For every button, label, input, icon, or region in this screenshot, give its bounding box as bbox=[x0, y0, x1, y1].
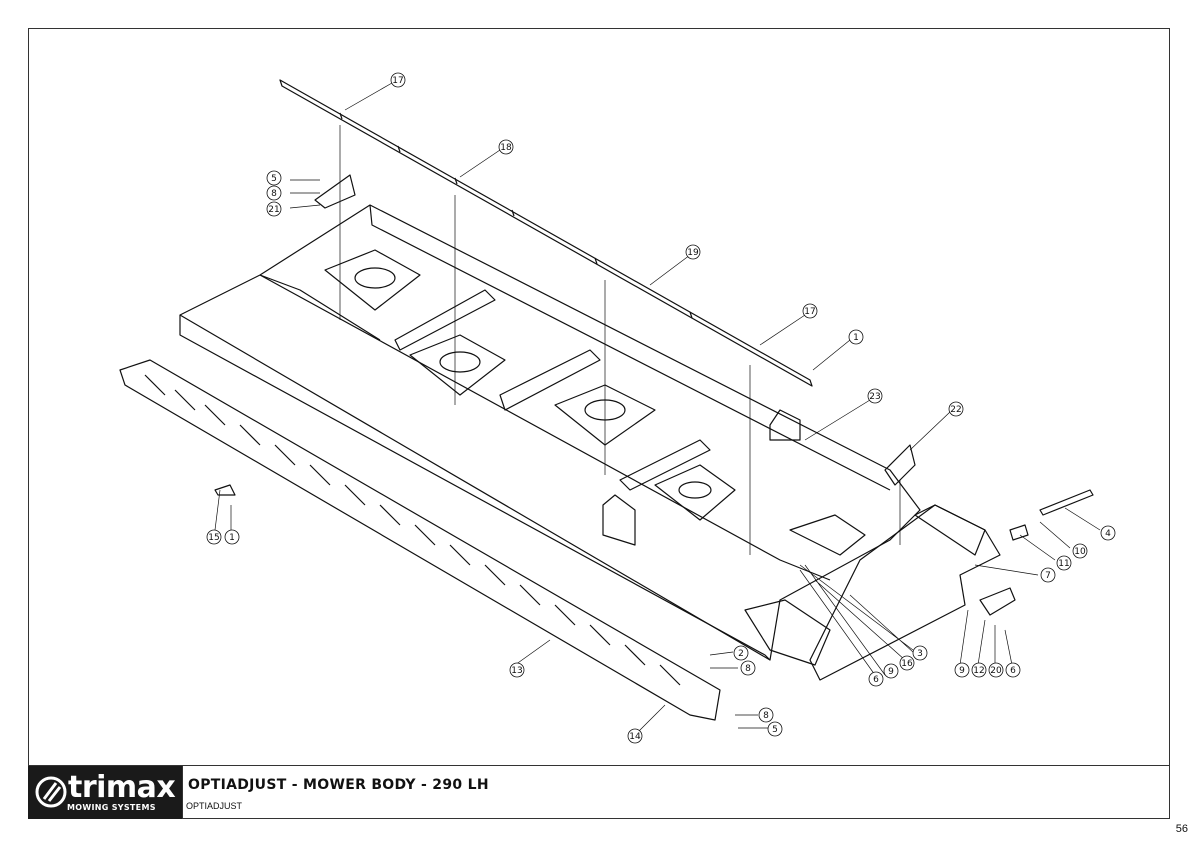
skid-plate-part bbox=[119, 359, 721, 721]
callout-4: 4 bbox=[1100, 525, 1116, 541]
end-frame-part bbox=[314, 174, 1016, 681]
callout-14: 14 bbox=[627, 728, 643, 744]
svg-text:12: 12 bbox=[973, 666, 984, 676]
svg-text:7: 7 bbox=[1045, 571, 1051, 581]
callout-leaders bbox=[214, 82, 1101, 736]
callout-1a: 1 bbox=[848, 329, 864, 345]
svg-text:3: 3 bbox=[917, 649, 923, 659]
callout-5a: 5 bbox=[266, 170, 282, 186]
callout-1b: 1 bbox=[224, 529, 240, 545]
callout-21: 21 bbox=[266, 201, 282, 217]
svg-text:9: 9 bbox=[959, 666, 965, 676]
callout-8c: 8 bbox=[758, 707, 774, 723]
callout-6a: 6 bbox=[868, 671, 884, 687]
svg-text:15: 15 bbox=[208, 533, 219, 543]
callout-12: 12 bbox=[971, 662, 987, 678]
trimax-logo: trimax MOWING SYSTEMS bbox=[28, 766, 182, 819]
callout-2: 2 bbox=[733, 645, 749, 661]
svg-text:8: 8 bbox=[745, 664, 751, 674]
svg-text:13: 13 bbox=[511, 666, 522, 676]
svg-text:4: 4 bbox=[1105, 529, 1111, 539]
rear-rail-part bbox=[279, 79, 813, 387]
svg-text:18: 18 bbox=[500, 143, 512, 153]
callout-8b: 8 bbox=[740, 660, 756, 676]
callout-5b: 5 bbox=[767, 721, 783, 737]
callout-16: 16 bbox=[899, 655, 915, 671]
callout-8a: 8 bbox=[266, 185, 282, 201]
callout-7: 7 bbox=[1040, 567, 1056, 583]
svg-text:16: 16 bbox=[901, 659, 913, 669]
svg-text:11: 11 bbox=[1058, 559, 1069, 569]
logo-tagline: MOWING SYSTEMS bbox=[67, 803, 156, 812]
callout-10: 10 bbox=[1072, 543, 1088, 559]
svg-text:23: 23 bbox=[869, 392, 880, 402]
callout-13: 13 bbox=[509, 662, 525, 678]
callout-9a: 9 bbox=[883, 663, 899, 679]
svg-text:9: 9 bbox=[888, 667, 894, 677]
logo-swirl-icon bbox=[35, 776, 67, 808]
callout-3: 3 bbox=[912, 645, 928, 661]
svg-text:17: 17 bbox=[804, 307, 815, 317]
callout-18: 18 bbox=[498, 139, 514, 155]
svg-text:17: 17 bbox=[392, 76, 403, 86]
svg-text:6: 6 bbox=[1010, 666, 1016, 676]
svg-text:1: 1 bbox=[853, 333, 859, 343]
drawing-frame bbox=[28, 28, 1170, 819]
svg-text:6: 6 bbox=[873, 675, 879, 685]
svg-text:5: 5 bbox=[772, 725, 778, 735]
callout-19: 19 bbox=[685, 244, 701, 260]
svg-text:1: 1 bbox=[229, 533, 235, 543]
title-block: trimax MOWING SYSTEMS OPTIADJUST - MOWER… bbox=[28, 765, 1170, 819]
callout-17b: 17 bbox=[802, 303, 818, 319]
svg-text:8: 8 bbox=[763, 711, 769, 721]
svg-text:21: 21 bbox=[268, 205, 279, 215]
callout-23: 23 bbox=[867, 388, 883, 404]
drawing-subtitle: OPTIADJUST bbox=[186, 801, 243, 811]
callout-9b: 9 bbox=[954, 662, 970, 678]
callout-22: 22 bbox=[948, 401, 964, 417]
svg-text:5: 5 bbox=[271, 174, 277, 184]
svg-text:20: 20 bbox=[990, 666, 1002, 676]
logo-wordmark: trimax bbox=[68, 770, 176, 805]
svg-text:10: 10 bbox=[1074, 547, 1086, 557]
mower-deck-part bbox=[179, 204, 921, 661]
svg-text:22: 22 bbox=[950, 405, 961, 415]
callout-20: 20 bbox=[988, 662, 1004, 678]
page-number: 56 bbox=[1175, 823, 1188, 835]
callout-17a: 17 bbox=[390, 72, 406, 88]
svg-text:2: 2 bbox=[738, 649, 744, 659]
svg-text:19: 19 bbox=[687, 248, 699, 258]
callout-15: 15 bbox=[206, 529, 222, 545]
callout-6b: 6 bbox=[1005, 662, 1021, 678]
axle-bolt-part bbox=[1009, 489, 1094, 541]
title-divider bbox=[182, 766, 183, 819]
drawing-title: OPTIADJUST - MOWER BODY - 290 LH bbox=[188, 777, 489, 793]
svg-text:8: 8 bbox=[271, 189, 277, 199]
callout-11: 11 bbox=[1056, 555, 1072, 571]
svg-text:14: 14 bbox=[629, 732, 641, 742]
